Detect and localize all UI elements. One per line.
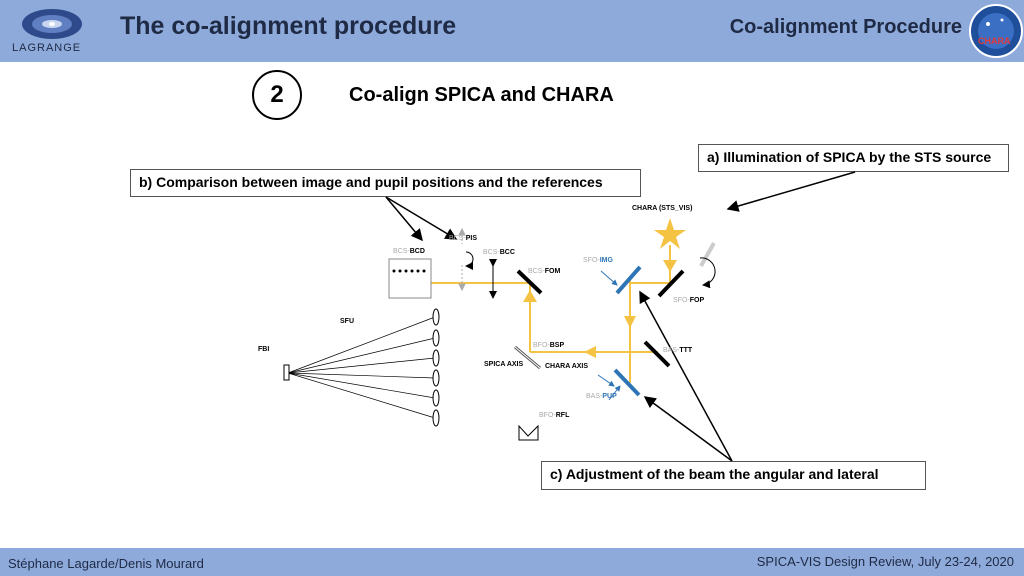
label-chara-sts: CHARA (STS_VIS) <box>632 205 693 212</box>
img-blue-arrow <box>600 270 618 286</box>
callout-a-arrow <box>726 171 856 212</box>
beam-arrowheads <box>523 260 677 358</box>
label-pup: BAS-PUP <box>586 393 617 400</box>
step-number: 2 <box>252 70 302 120</box>
fop-mirror <box>657 269 685 298</box>
img-mirror <box>615 265 642 295</box>
callout-c: c) Adjustment of the beam the angular an… <box>541 461 926 490</box>
label-fbi: FBI <box>258 346 270 353</box>
bcd-camera <box>388 258 432 299</box>
section-title: Co-alignment Procedure <box>729 16 962 38</box>
fop-mirror-ghost <box>699 242 716 267</box>
callout-c-arrows <box>639 290 733 462</box>
callout-a: a) Illumination of SPICA by the STS sour… <box>698 144 1009 172</box>
label-img: SFO-IMG <box>583 257 613 264</box>
chara-badge <box>969 4 1023 58</box>
header-bar <box>0 0 1024 62</box>
bsp-splitter-inner <box>514 346 541 369</box>
label-pis: BCS-PIS <box>449 235 478 242</box>
step-title: Co-align SPICA and CHARA <box>349 84 614 106</box>
logo-text: LAGRANGE <box>12 42 82 54</box>
label-sfu: SFU <box>340 318 354 325</box>
label-spica-axis: SPICA AXIS <box>484 361 524 368</box>
rfl-retroreflector <box>518 424 539 441</box>
pis-element <box>458 227 466 292</box>
pup-blue-arrow <box>597 374 615 387</box>
bcd-spots <box>392 269 426 273</box>
label-bcc: BCS-BCC <box>483 249 515 256</box>
pup-mirror <box>613 368 641 397</box>
ttt-mirror <box>643 340 671 368</box>
label-rfl: BFO-RFL <box>539 412 570 419</box>
label-bsp: BFO-BSP <box>533 342 565 349</box>
pis-rotation-arrow <box>465 251 474 270</box>
pup-blue-arrow-2 <box>608 385 621 401</box>
label-bcd: BCS-BCD <box>393 248 425 255</box>
label-fop: SFO-FOP <box>673 297 705 304</box>
lagrange-logo <box>22 9 82 39</box>
label-fom: BCS-FOM <box>528 268 561 275</box>
page-title: The co-alignment procedure <box>120 12 457 40</box>
label-chara-axis: CHARA AXIS <box>545 363 589 370</box>
fbi-block <box>283 364 290 381</box>
sfu-lenslets <box>432 308 440 427</box>
callout-b-arrows <box>385 196 458 242</box>
sfu-fibre-fan <box>287 316 436 419</box>
fop-rotation-arrow <box>699 257 716 289</box>
badge-text: CHARA <box>978 36 1011 46</box>
label-ttt: BAS-TTT <box>663 347 693 354</box>
callout-b: b) Comparison between image and pupil po… <box>130 169 641 197</box>
footer-authors: Stéphane Lagarde/Denis Mourard <box>8 556 204 571</box>
fom-mirror <box>516 269 543 295</box>
footer-event: SPICA-VIS Design Review, July 23-24, 202… <box>756 554 1014 569</box>
sts-source-star <box>654 218 686 249</box>
footer-bar <box>0 548 1024 576</box>
